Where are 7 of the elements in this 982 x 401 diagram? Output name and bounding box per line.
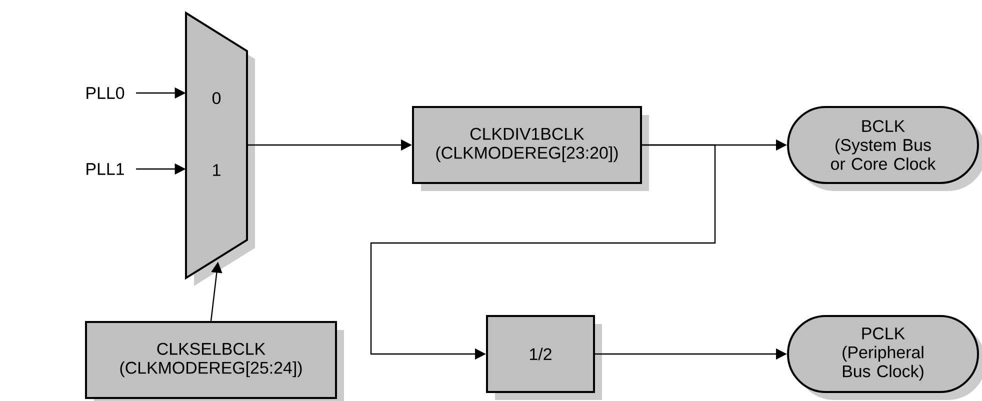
clock-output-terminal: BCLK (System Bus or Core Clock (787, 106, 982, 191)
signal-label: PLL0 (86, 87, 124, 99)
signal-label: PLL1 (86, 163, 124, 175)
process-box: CLKDIV1BCLK (CLKMODEREG[23:20]) (412, 106, 649, 191)
clock-output-terminal: PCLK (Peripheral Bus Clock) (787, 315, 982, 400)
process-box: 1/2 (486, 315, 602, 400)
process-box: CLKSELBCLK (CLKMODEREG[25:24]) (85, 321, 344, 401)
